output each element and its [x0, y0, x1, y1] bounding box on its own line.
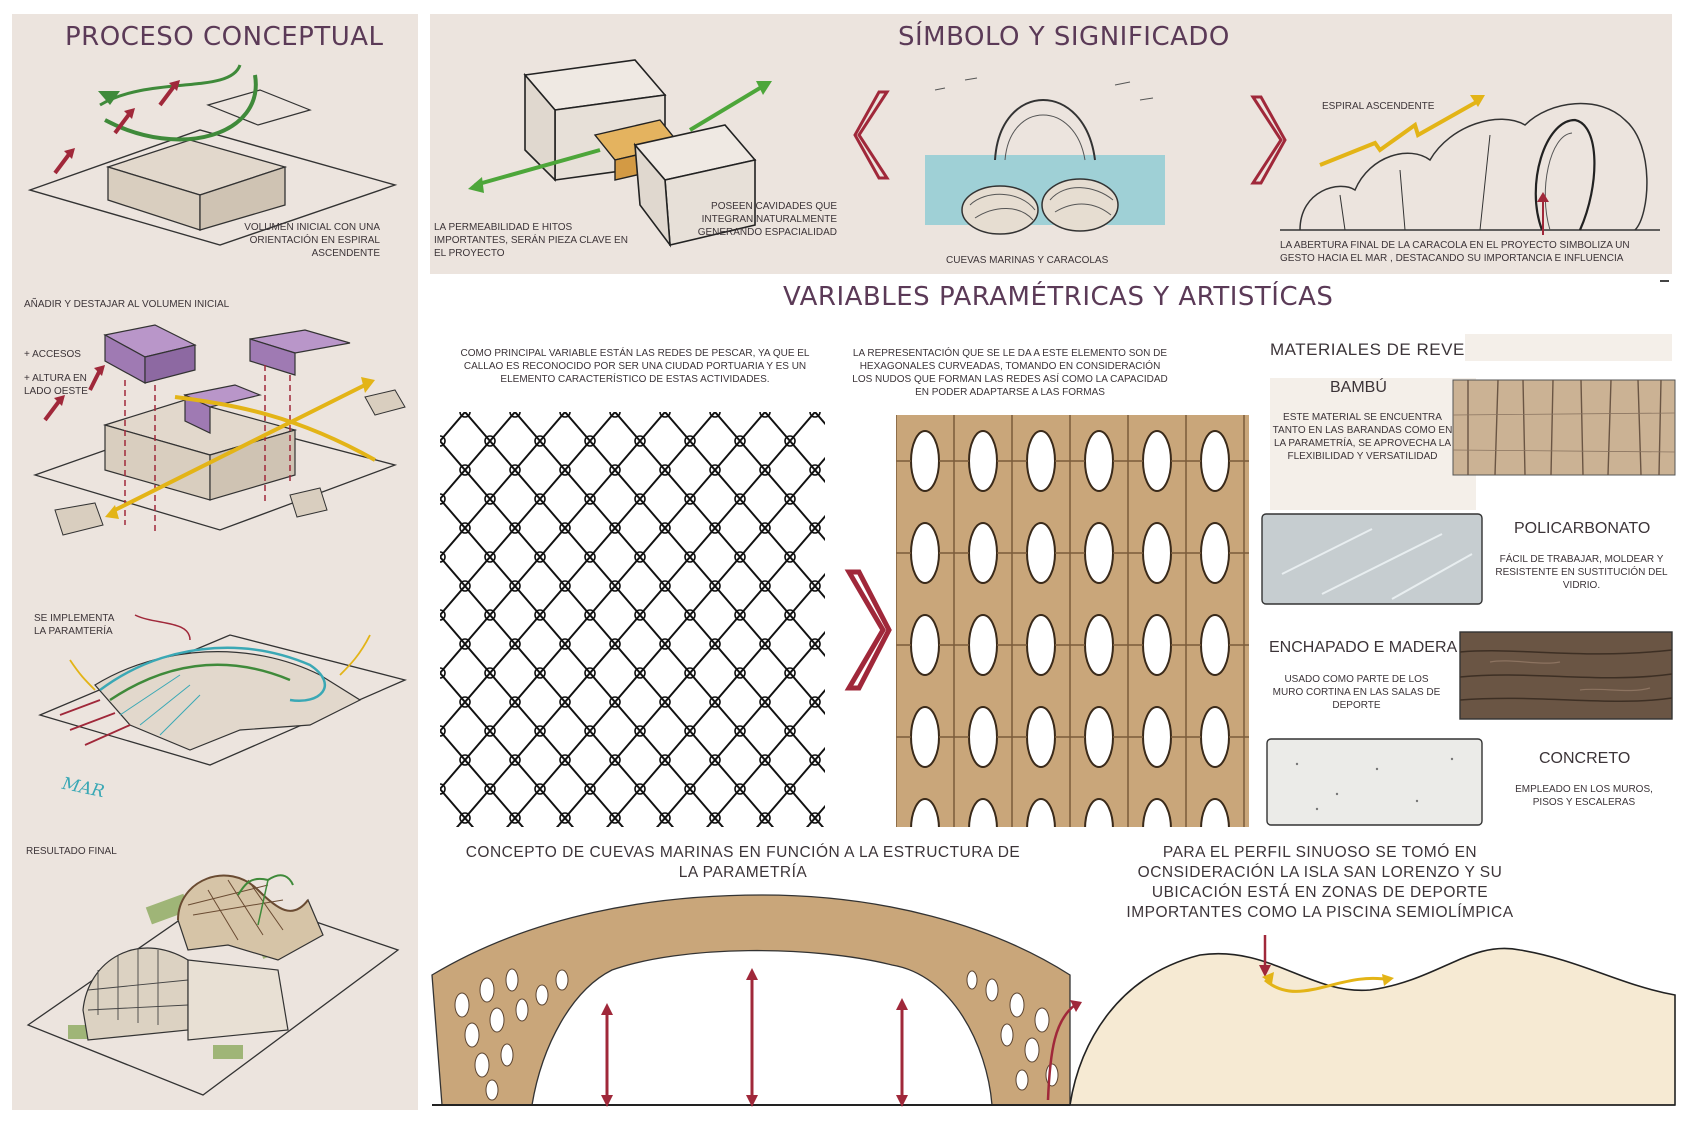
- spiral-label: ESPIRAL ASCENDENTE: [1322, 101, 1435, 112]
- symbol-caption-left-2: POSEEN CAVIDADES QUE INTEGRAN NATURALMEN…: [697, 201, 837, 238]
- concrete-swatch: [1266, 738, 1483, 826]
- divider-mark: [1660, 280, 1669, 282]
- step4-caption: RESULTADO FINAL: [26, 846, 117, 857]
- spiral-shell-sketch: [1280, 95, 1660, 235]
- material-name-bamboo: BAMBÚ: [1330, 379, 1387, 396]
- hex-lattice-sketch: [896, 415, 1249, 827]
- variables-title: VARIABLES PARAMÉTRICAS Y ARTISTÍCAS: [783, 282, 1334, 312]
- cave-concept-title: CONCEPTO DE CUEVAS MARINAS EN FUNCIÓN A …: [465, 844, 1021, 881]
- symbol-caption-left-1: LA PERMEABILIDAD E HITOS IMPORTANTES, SE…: [434, 222, 628, 259]
- step2-note-height: + ALTURA EN LADO OESTE: [24, 373, 88, 397]
- step3-parametric-sketch: [38, 614, 407, 766]
- left-chevron-icon: [853, 90, 890, 180]
- polycarbonate-swatch: [1261, 513, 1483, 605]
- left-panel-title: PROCESO CONCEPTUAL: [65, 22, 384, 52]
- step2-note-access: + ACCESOS: [24, 349, 81, 360]
- material-name-wood: ENCHAPADO E MADERA: [1269, 639, 1458, 656]
- step2-caption: AÑADIR Y DESTAJAR AL VOLUMEN INICIAL: [24, 299, 230, 310]
- material-desc-wood: USADO COMO PARTE DE LOS MURO CORTINA EN …: [1272, 674, 1441, 711]
- transform-chevron-icon: [844, 569, 892, 691]
- right-chevron-icon: [1250, 95, 1287, 185]
- step4-final-sketch: [26, 874, 400, 1096]
- step1-caption: VOLUMEN INICIAL CON UNA ORIENTACIÓN EN E…: [244, 222, 380, 259]
- sinuous-profile-sketch: [1046, 935, 1676, 1106]
- bamboo-note-bg: [1270, 378, 1476, 510]
- symbol-caption-right: LA ABERTURA FINAL DE LA CARACOLA EN EL P…: [1280, 240, 1630, 264]
- bamboo-swatch: [1452, 379, 1676, 476]
- cave-arch-sketch: [431, 894, 1071, 1107]
- permeability-blocks-sketch: [468, 59, 772, 248]
- symbol-title: SÍMBOLO Y SIGNIFICADO: [898, 22, 1230, 52]
- sea-cave-shells-sketch: [925, 77, 1165, 235]
- material-name-polycarbonate: POLICARBONATO: [1514, 520, 1651, 537]
- material-desc-bamboo: ESTE MATERIAL SE ENCUENTRA TANTO EN LAS …: [1272, 412, 1453, 462]
- step3-caption: SE IMPLEMENTA LA PARAMTERÍA: [34, 613, 114, 637]
- symbol-caption-center: CUEVAS MARINAS Y CARACOLAS: [946, 255, 1109, 266]
- fishing-net-sketch: [440, 412, 825, 827]
- material-desc-polycarbonate: FÁCIL DE TRABAJAR, MOLDEAR Y RESISTENTE …: [1495, 554, 1668, 591]
- profile-concept-title: PARA EL PERFIL SINUOSO SE TOMÓ EN OCNSID…: [1126, 844, 1514, 921]
- material-desc-concrete: EMPLEADO EN LOS MUROS, PISOS Y ESCALERAS: [1515, 784, 1653, 808]
- step2-volume-sketch: [32, 324, 406, 536]
- net-description: COMO PRINCIPAL VARIABLE ESTÁN LAS REDES …: [460, 348, 810, 385]
- hex-description: LA REPRESENTACIÓN QUE SE LE DA A ESTE EL…: [852, 348, 1168, 398]
- wood-veneer-swatch: [1459, 631, 1673, 720]
- step1-volume-sketch: [27, 64, 398, 246]
- materials-title-band: [1465, 334, 1672, 361]
- material-name-concrete: CONCRETO: [1539, 750, 1631, 767]
